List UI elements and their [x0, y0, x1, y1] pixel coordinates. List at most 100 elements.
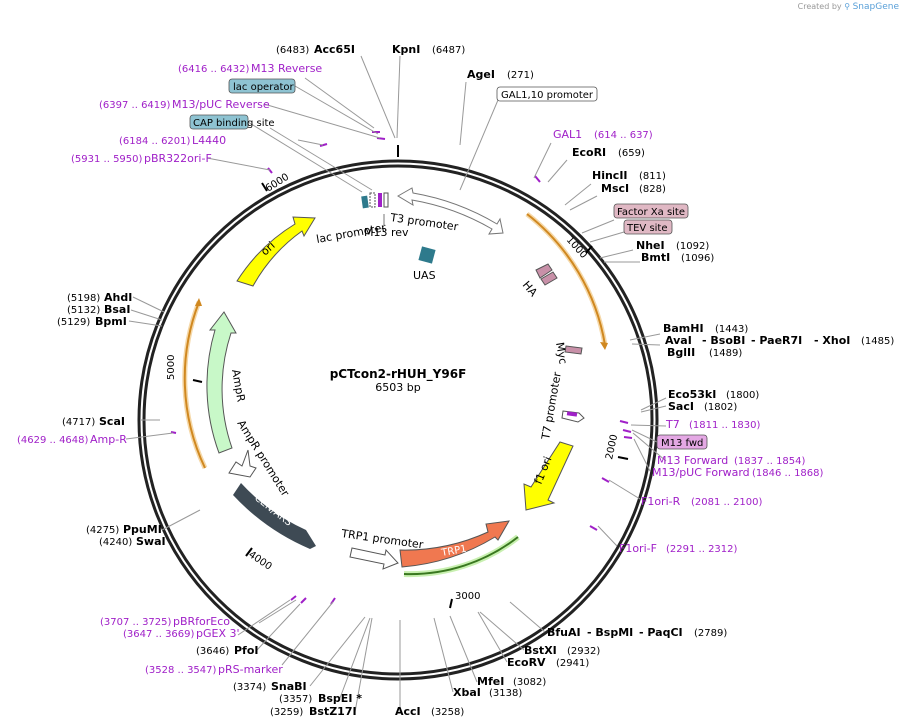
- enzyme-bmti[interactable]: BmtI: [641, 251, 670, 264]
- primer-pbr322ori-f-range: (5931 .. 5950): [71, 154, 143, 165]
- enzyme-bglii[interactable]: BglII: [667, 346, 695, 359]
- snapgene-logo-icon: ⚲: [844, 2, 851, 11]
- primer-t7-range: (1811 .. 1830): [689, 420, 761, 431]
- enzyme-acc65i-pos: (6483): [276, 45, 309, 56]
- enzyme-swai[interactable]: SwaI: [136, 535, 166, 548]
- snapgene-credit: Created by ⚲ SnapGene: [798, 2, 899, 12]
- enzyme-acci[interactable]: AccI: [395, 705, 421, 718]
- enzyme-ecori[interactable]: EcoRI: [572, 146, 606, 159]
- ampr-label: AmpR: [229, 368, 248, 403]
- enzyme-bstz17i-pos: (3259): [270, 707, 303, 718]
- enzyme-ppumi[interactable]: PpuMI: [123, 523, 162, 536]
- myc-tag-shape[interactable]: [564, 345, 583, 355]
- ha-tag-shape[interactable]: [535, 263, 553, 279]
- f1-ori-shape[interactable]: [523, 441, 574, 511]
- primer-m13puc-reverse[interactable]: M13/pUC Reverse: [172, 98, 270, 111]
- lac-operator-text: lac operator: [233, 82, 294, 93]
- enzyme-mfei-pos: (3082): [513, 677, 546, 688]
- enzyme-scai[interactable]: ScaI: [99, 415, 125, 428]
- enzyme-paer7i[interactable]: - PaeR7I: [751, 334, 802, 347]
- enzyme-bsai-pos: (5132): [67, 305, 100, 316]
- primer-t7[interactable]: T7: [665, 418, 680, 431]
- trp1-promoter-shape[interactable]: [349, 547, 399, 570]
- enzyme-ahdi[interactable]: AhdI: [104, 291, 132, 304]
- m13rev-mark: [378, 193, 382, 207]
- enzyme-msci[interactable]: MscI: [601, 182, 629, 195]
- enzyme-bspei[interactable]: BspEI *: [318, 692, 362, 705]
- enzyme-bamhi-pos: (1443): [715, 324, 748, 335]
- enzyme-xhoi[interactable]: - XhoI: [814, 334, 850, 347]
- enzyme-labels: (6483) Acc65I KpnI (6487) AgeI (271) Eco…: [57, 43, 894, 718]
- primer-f1ori-f-range: (2291 .. 2312): [666, 544, 738, 555]
- tev-site-box[interactable]: TEV site: [623, 219, 673, 235]
- enzyme-avai[interactable]: AvaI: [665, 334, 692, 347]
- enzyme-msci-pos: (828): [639, 184, 666, 195]
- primer-prs-marker-range: (3528 .. 3547): [145, 665, 217, 676]
- enzyme-bpmi[interactable]: BpmI: [95, 315, 127, 328]
- enzyme-ecorv[interactable]: EcoRV: [507, 656, 546, 669]
- enzyme-hincii[interactable]: HincII: [592, 169, 628, 182]
- gal110-promoter-text: GAL1,10 promoter: [501, 90, 594, 101]
- enzyme-bstz17i[interactable]: BstZ17I: [309, 705, 357, 718]
- factor-xa-site-box[interactable]: Factor Xa site: [613, 203, 689, 219]
- enzyme-agei-pos: (271): [507, 70, 534, 81]
- primer-l4440[interactable]: L4440: [192, 134, 226, 147]
- m13-fwd-box[interactable]: M13 fwd: [656, 434, 708, 450]
- primer-m13-forward-range: (1837 .. 1854): [734, 456, 806, 467]
- enzyme-eco53ki[interactable]: Eco53kI: [668, 388, 716, 401]
- primer-m13puc-forward[interactable]: M13/pUC Forward: [652, 466, 750, 479]
- ori-shape[interactable]: [236, 216, 316, 287]
- enzyme-bsobi[interactable]: - BsoBI: [702, 334, 745, 347]
- enzyme-acc65i[interactable]: Acc65I: [314, 43, 355, 56]
- leader-lines: [125, 55, 667, 713]
- enzyme-pfoi[interactable]: PfoI: [234, 644, 259, 657]
- backbone-outer: [137, 159, 659, 681]
- enzyme-snabi[interactable]: SnaBI: [271, 680, 307, 693]
- primer-m13-reverse[interactable]: M13 Reverse: [251, 62, 322, 75]
- gal110-promoter-shape[interactable]: [397, 187, 504, 235]
- enzyme-xbai[interactable]: XbaI: [453, 686, 481, 699]
- enzyme-avai-pos: (1485): [861, 336, 894, 347]
- ampr-shape[interactable]: [206, 311, 237, 454]
- gal-arc-core: [526, 213, 606, 346]
- amp-arc-core: [183, 301, 206, 469]
- enzyme-nhei[interactable]: NheI: [636, 239, 665, 252]
- primer-m13puc-forward-range: (1846 .. 1868): [752, 468, 824, 479]
- enzyme-bspmi[interactable]: - BspMI: [587, 626, 633, 639]
- trp1-shape[interactable]: [399, 520, 510, 568]
- cen-ars-shape[interactable]: [233, 483, 316, 549]
- uas-box[interactable]: [418, 246, 436, 264]
- amp-arc-head: [195, 298, 202, 306]
- enzyme-eco53ki-pos: (1800): [726, 390, 759, 401]
- gal110-promoter-box[interactable]: GAL1,10 promoter: [496, 86, 598, 102]
- primer-amp-r[interactable]: Amp-R: [90, 433, 127, 446]
- enzyme-saci[interactable]: SacI: [668, 400, 694, 413]
- enzyme-bamhi[interactable]: BamHI: [663, 322, 704, 335]
- enzyme-bstxi[interactable]: BstXI: [524, 644, 557, 657]
- enzyme-bspei-pos: (3357): [279, 694, 312, 705]
- primer-f1ori-r[interactable]: F1ori-R: [641, 495, 681, 508]
- primer-gal1[interactable]: GAL1: [553, 128, 582, 141]
- enzyme-mfei[interactable]: MfeI: [477, 675, 504, 688]
- primer-pbr322ori-f[interactable]: pBR322ori-F: [144, 152, 212, 165]
- primer-m13-forward[interactable]: M13 Forward: [657, 454, 728, 467]
- enzyme-kpni[interactable]: KpnI: [392, 43, 420, 56]
- enzyme-agei[interactable]: AgeI: [467, 68, 495, 81]
- primer-pbrforeco[interactable]: pBRforEco: [173, 615, 230, 628]
- credit-brand: SnapGene: [852, 2, 899, 12]
- primer-labels: (6416 .. 6432) M13 Reverse (6397 .. 6419…: [17, 62, 824, 676]
- primer-pgex3[interactable]: pGEX 3': [196, 627, 240, 640]
- cap-binding-site-box[interactable]: CAP binding site: [189, 114, 275, 130]
- enzyme-bfuai[interactable]: BfuAI: [547, 626, 581, 639]
- enzyme-bsai[interactable]: BsaI: [104, 303, 130, 316]
- cap-site-mark: [361, 195, 369, 209]
- primer-prs-marker[interactable]: pRS-marker: [218, 663, 283, 676]
- lac-operator-box[interactable]: lac operator: [228, 78, 296, 94]
- enzyme-ppumi-pos: (4275): [86, 525, 119, 536]
- gal-arc[interactable]: [525, 212, 608, 346]
- primer-f1ori-f[interactable]: F1ori-F: [619, 542, 657, 555]
- lac-operator-mark: [369, 192, 376, 208]
- ampr-promoter-shape[interactable]: [228, 449, 257, 478]
- enzyme-paqci[interactable]: - PaqCI: [639, 626, 683, 639]
- factor-xa-site-text: Factor Xa site: [617, 207, 685, 218]
